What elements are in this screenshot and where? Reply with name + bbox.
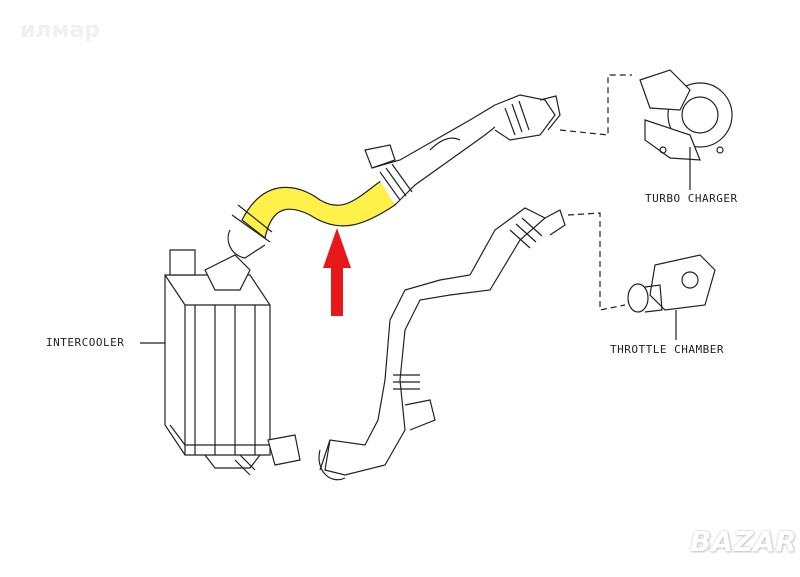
throttle-chamber-label: THROTTLE CHAMBER	[610, 343, 724, 356]
turbo-charger-label: TURBO CHARGER	[645, 192, 738, 205]
bazar-logo: BAZAR	[690, 525, 797, 558]
lower-pipe	[267, 207, 566, 481]
throttle-chamber	[627, 254, 716, 340]
upper-pipe	[364, 94, 561, 206]
watermark: илмар	[20, 18, 101, 43]
red-arrow	[323, 228, 351, 316]
highlighted-hose	[227, 177, 396, 259]
turbo-charger	[639, 69, 733, 190]
intercooler	[164, 249, 271, 476]
throttle-connector-line	[567, 212, 626, 311]
intercooler-label: INTERCOOLER	[46, 336, 125, 349]
turbo-connector-line	[559, 74, 632, 136]
